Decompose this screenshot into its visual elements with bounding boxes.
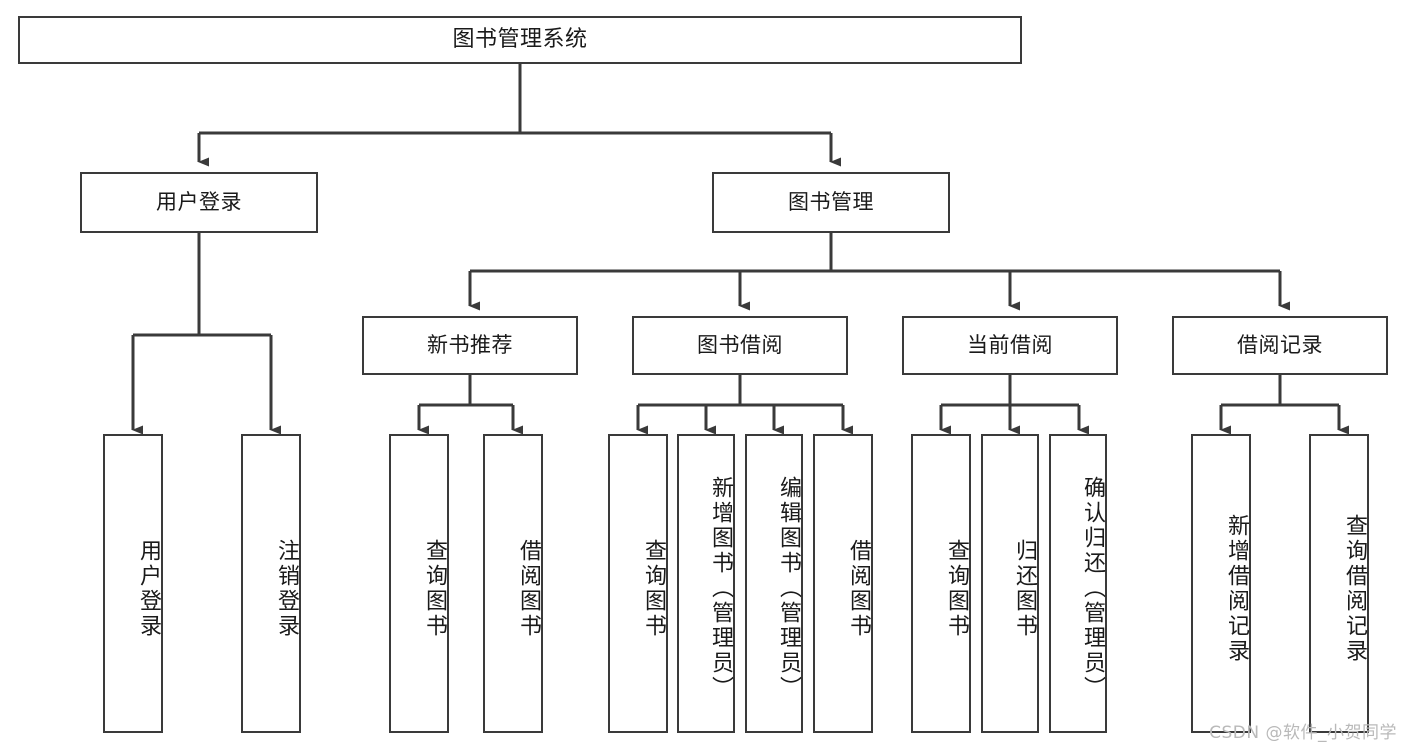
node-label: 确认归还（管理员） (1080, 476, 1105, 701)
node-label: 当前借阅 (967, 332, 1053, 357)
node-label: 用户登录 (156, 189, 242, 214)
node-book-borrow[interactable]: 图书借阅 (632, 316, 848, 375)
leaf-add-borrow-record[interactable]: 新增借阅记录 (1191, 434, 1251, 733)
node-label: 新增图书（管理员） (708, 476, 733, 701)
leaf-borrow-book-newbook[interactable]: 借阅图书 (483, 434, 543, 733)
node-label: 借阅图书 (846, 538, 871, 639)
node-label: 新增借阅记录 (1224, 513, 1249, 664)
leaf-borrow-book[interactable]: 借阅图书 (813, 434, 873, 733)
leaf-confirm-return-admin[interactable]: 确认归还（管理员） (1049, 434, 1107, 733)
leaf-query-book-current[interactable]: 查询图书 (911, 434, 971, 733)
leaf-logout[interactable]: 注销登录 (241, 434, 301, 733)
leaf-return-book[interactable]: 归还图书 (981, 434, 1039, 733)
node-borrow-records[interactable]: 借阅记录 (1172, 316, 1388, 375)
node-user-login[interactable]: 用户登录 (80, 172, 318, 233)
node-label: 查询图书 (641, 538, 666, 639)
node-current-borrow[interactable]: 当前借阅 (902, 316, 1118, 375)
leaf-query-book-borrow[interactable]: 查询图书 (608, 434, 668, 733)
node-root-system[interactable]: 图书管理系统 (18, 16, 1022, 64)
leaf-edit-book-admin[interactable]: 编辑图书（管理员） (745, 434, 803, 733)
node-new-book-recommend[interactable]: 新书推荐 (362, 316, 578, 375)
node-label: 编辑图书（管理员） (776, 476, 801, 701)
node-label: 借阅记录 (1237, 332, 1323, 357)
node-label: 查询借阅记录 (1342, 513, 1367, 664)
node-label: 用户登录 (136, 538, 161, 639)
node-label: 归还图书 (1012, 538, 1037, 639)
node-label: 图书管理系统 (452, 26, 588, 52)
node-label: 借阅图书 (516, 538, 541, 639)
node-label: 图书借阅 (697, 332, 783, 357)
leaf-query-borrow-record[interactable]: 查询借阅记录 (1309, 434, 1369, 733)
leaf-query-book-newbook[interactable]: 查询图书 (389, 434, 449, 733)
node-label: 新书推荐 (427, 332, 513, 357)
node-label: 查询图书 (944, 538, 969, 639)
leaf-add-book-admin[interactable]: 新增图书（管理员） (677, 434, 735, 733)
node-label: 注销登录 (274, 538, 299, 639)
node-label: 查询图书 (422, 538, 447, 639)
leaf-user-login[interactable]: 用户登录 (103, 434, 163, 733)
node-book-management[interactable]: 图书管理 (712, 172, 950, 233)
csdn-watermark: CSDN @软件_小贺同学 (1209, 723, 1397, 743)
node-label: 图书管理 (788, 189, 874, 214)
